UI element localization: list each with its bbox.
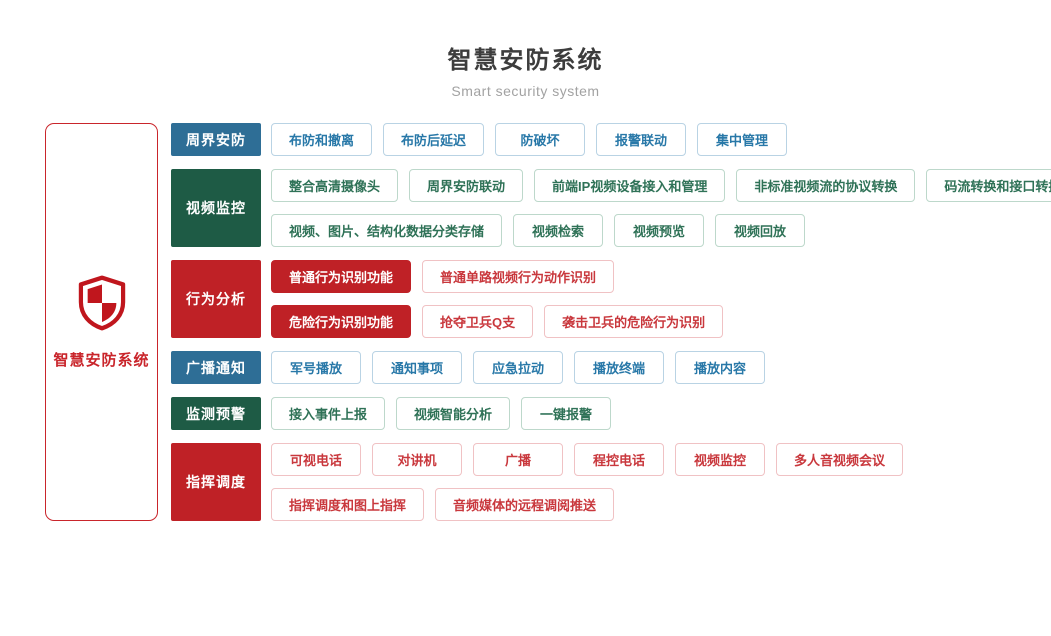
feature-box: 防破坏 <box>495 123 586 156</box>
feature-box: 军号播放 <box>271 351 361 384</box>
feature-box: 普通单路视频行为动作识别 <box>422 260 615 293</box>
feature-box: 前端IP视频设备接入和管理 <box>534 169 726 202</box>
page-title: 智慧安防系统 <box>447 47 604 74</box>
feature-lines: 军号播放通知事项应急拉动播放终端播放内容 <box>271 351 765 384</box>
feature-box: 播放内容 <box>675 351 765 384</box>
category-label: 广播通知 <box>171 351 261 384</box>
feature-box: 程控电话 <box>574 443 664 476</box>
feature-box: 接入事件上报 <box>271 397 386 430</box>
feature-box: 多人音视频会议 <box>776 443 904 476</box>
feature-line: 指挥调度和图上指挥音频媒体的远程调阅推送 <box>271 488 903 521</box>
feature-line: 布防和撤离布防后延迟防破坏报警联动集中管理 <box>271 123 788 156</box>
feature-line: 接入事件上报视频智能分析一键报警 <box>271 397 612 430</box>
feature-lines: 整合高清摄像头周界安防联动前端IP视频设备接入和管理非标准视频流的协议转换码流转… <box>271 169 1051 247</box>
feature-box: 视频智能分析 <box>396 397 511 430</box>
category-label: 行为分析 <box>171 260 261 338</box>
feature-box: 应急拉动 <box>473 351 563 384</box>
feature-line: 视频、图片、结构化数据分类存储视频检索视频预览视频回放 <box>271 214 1051 247</box>
feature-box: 非标准视频流的协议转换 <box>736 169 916 202</box>
feature-box: 抢夺卫兵Q支 <box>422 305 534 338</box>
feature-box: 播放终端 <box>574 351 664 384</box>
feature-line: 整合高清摄像头周界安防联动前端IP视频设备接入和管理非标准视频流的协议转换码流转… <box>271 169 1051 202</box>
feature-box: 布防后延迟 <box>383 123 485 156</box>
security-system-diagram: 智慧安防系统 周界安防布防和撤离布防后延迟防破坏报警联动集中管理视频监控整合高清… <box>45 123 1051 521</box>
root-node-label: 智慧安防系统 <box>53 352 150 369</box>
feature-box-highlight: 普通行为识别功能 <box>271 260 412 293</box>
feature-box-highlight: 危险行为识别功能 <box>271 305 412 338</box>
feature-lines: 布防和撤离布防后延迟防破坏报警联动集中管理 <box>271 123 788 156</box>
feature-box: 视频检索 <box>513 214 604 247</box>
feature-line: 军号播放通知事项应急拉动播放终端播放内容 <box>271 351 765 384</box>
feature-box: 广播 <box>473 443 563 476</box>
feature-row: 视频监控整合高清摄像头周界安防联动前端IP视频设备接入和管理非标准视频流的协议转… <box>171 169 1051 247</box>
feature-box: 音频媒体的远程调阅推送 <box>435 488 615 521</box>
feature-box: 布防和撤离 <box>271 123 373 156</box>
feature-box: 视频回放 <box>715 214 806 247</box>
feature-box: 袭击卫兵的危险行为识别 <box>544 305 724 338</box>
feature-box: 对讲机 <box>372 443 462 476</box>
feature-lines: 可视电话对讲机广播程控电话视频监控多人音视频会议指挥调度和图上指挥音频媒体的远程… <box>271 443 904 521</box>
category-label: 指挥调度 <box>171 443 261 521</box>
root-node: 智慧安防系统 <box>45 123 158 521</box>
feature-box: 报警联动 <box>596 123 687 156</box>
page-header: 智慧安防系统 Smart security system <box>0 0 1051 99</box>
page-subtitle: Smart security system <box>451 83 600 99</box>
feature-box: 视频、图片、结构化数据分类存储 <box>271 214 503 247</box>
feature-box: 视频预览 <box>614 214 705 247</box>
feature-row: 监测预警接入事件上报视频智能分析一键报警 <box>171 397 1051 430</box>
feature-row: 行为分析普通行为识别功能普通单路视频行为动作识别危险行为识别功能抢夺卫兵Q支袭击… <box>171 260 1051 338</box>
category-label: 视频监控 <box>171 169 261 247</box>
feature-box: 集中管理 <box>697 123 788 156</box>
feature-rows: 周界安防布防和撤离布防后延迟防破坏报警联动集中管理视频监控整合高清摄像头周界安防… <box>171 123 1051 521</box>
feature-box: 视频监控 <box>675 443 765 476</box>
feature-box: 一键报警 <box>521 397 612 430</box>
category-label: 监测预警 <box>171 397 261 430</box>
feature-line: 危险行为识别功能抢夺卫兵Q支袭击卫兵的危险行为识别 <box>271 305 724 338</box>
shield-icon <box>75 274 129 337</box>
feature-box: 可视电话 <box>271 443 361 476</box>
feature-box: 周界安防联动 <box>409 169 524 202</box>
feature-row: 指挥调度可视电话对讲机广播程控电话视频监控多人音视频会议指挥调度和图上指挥音频媒… <box>171 443 1051 521</box>
feature-line: 普通行为识别功能普通单路视频行为动作识别 <box>271 260 723 293</box>
feature-lines: 普通行为识别功能普通单路视频行为动作识别危险行为识别功能抢夺卫兵Q支袭击卫兵的危… <box>271 260 724 338</box>
feature-box: 码流转换和接口转换 <box>926 169 1051 202</box>
feature-line: 可视电话对讲机广播程控电话视频监控多人音视频会议 <box>271 443 904 476</box>
feature-box: 指挥调度和图上指挥 <box>271 488 425 521</box>
feature-row: 周界安防布防和撤离布防后延迟防破坏报警联动集中管理 <box>171 123 1051 156</box>
feature-lines: 接入事件上报视频智能分析一键报警 <box>271 397 612 430</box>
feature-row: 广播通知军号播放通知事项应急拉动播放终端播放内容 <box>171 351 1051 384</box>
feature-box: 通知事项 <box>372 351 462 384</box>
category-label: 周界安防 <box>171 123 261 156</box>
feature-box: 整合高清摄像头 <box>271 169 399 202</box>
